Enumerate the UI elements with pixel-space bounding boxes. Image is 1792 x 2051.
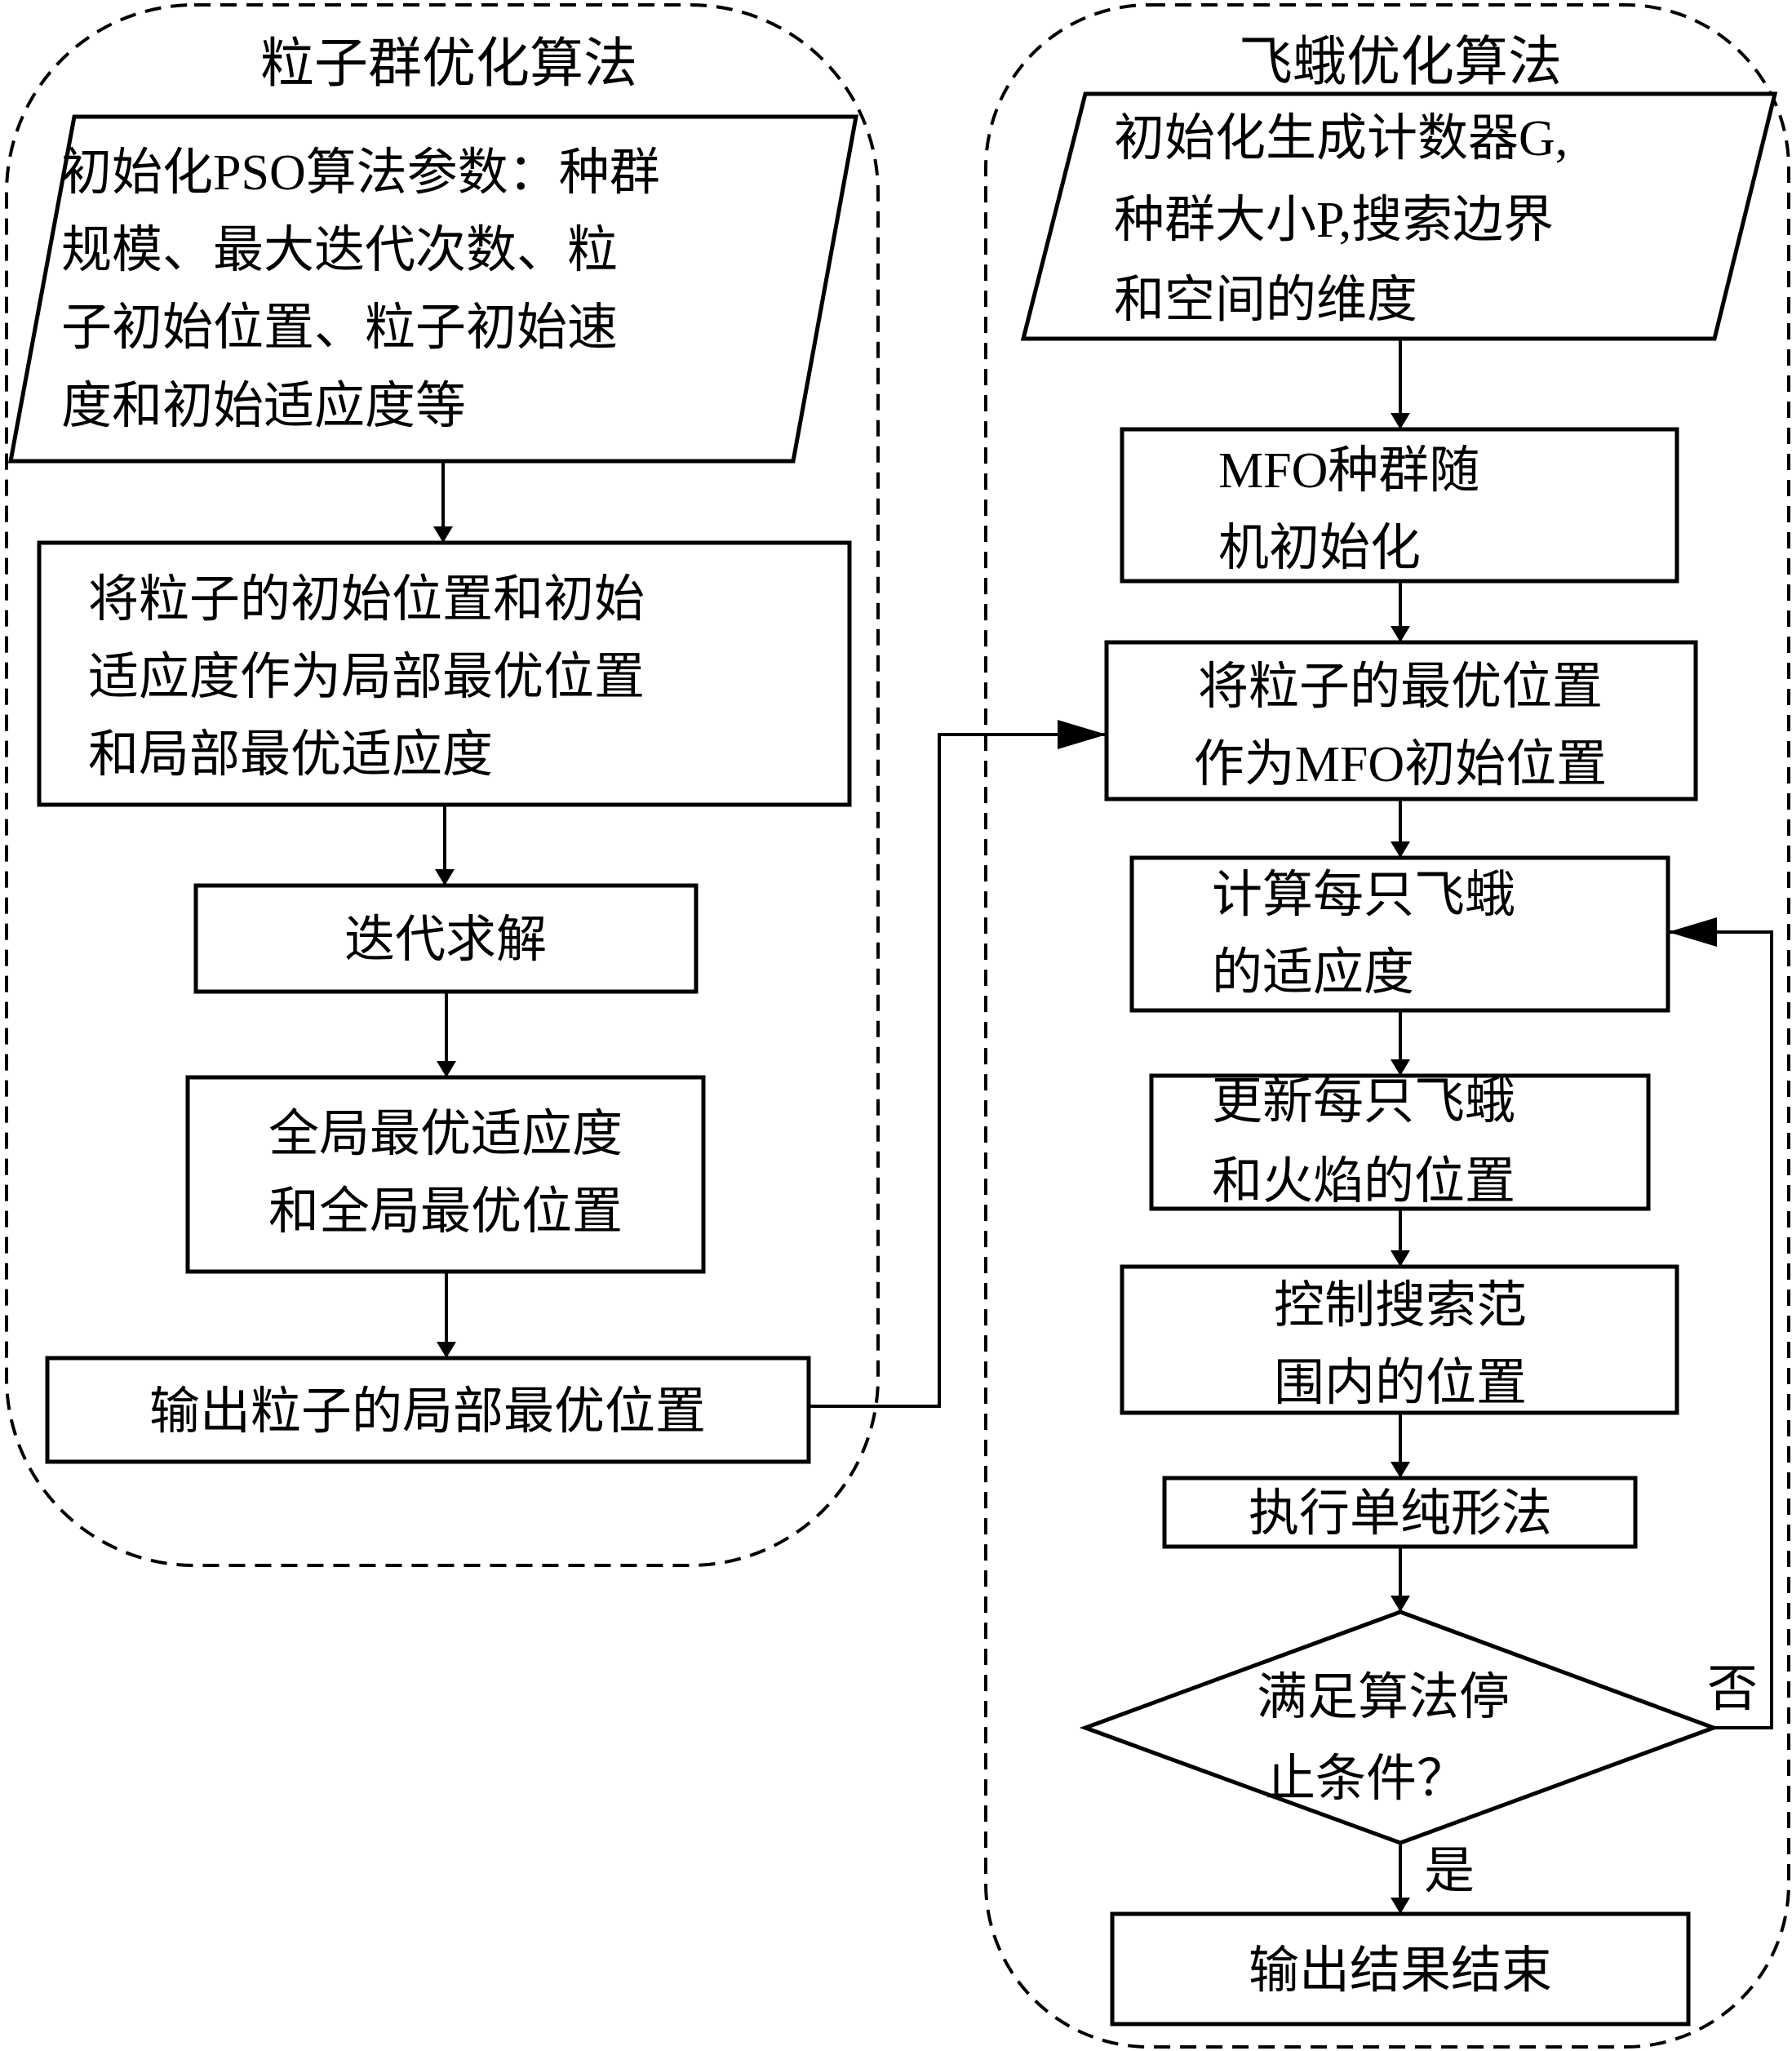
no-label: 否 xyxy=(1707,1662,1758,1717)
pso-init-text: 初始化PSO算法参数：种群 规模、最大迭代次数、粒 子初始位置、粒子初始速 度和… xyxy=(61,145,660,434)
mfo-fitness-text: 计算每只飞蛾 的适应度 xyxy=(1212,868,1515,1001)
mfo-control-text: 控制搜索范 围内的位置 xyxy=(1274,1278,1527,1411)
svg-text:度和初始适应度等: 度和初始适应度等 xyxy=(61,379,466,434)
mfo-init-text: 初始化生成计数器G, 种群大小P,搜索边界 和空间的维度 xyxy=(1114,111,1568,328)
pso-global-best-text: 全局最优适应度 和全局最优位置 xyxy=(268,1107,623,1240)
mfo-random-init-box xyxy=(1120,427,1679,584)
svg-text:围内的位置: 围内的位置 xyxy=(1274,1356,1527,1411)
mfo-use-best-text: 将粒子的最优位置 作为MFO初始位置 xyxy=(1194,659,1607,792)
svg-text:更新每只飞蛾: 更新每只飞蛾 xyxy=(1212,1074,1515,1130)
svg-text:规模、最大迭代次数、粒: 规模、最大迭代次数、粒 xyxy=(61,223,618,278)
svg-text:机初始化: 机初始化 xyxy=(1218,521,1421,576)
svg-text:控制搜索范: 控制搜索范 xyxy=(1274,1278,1527,1334)
svg-text:满足算法停: 满足算法停 xyxy=(1257,1670,1510,1725)
svg-text:MFO种群随: MFO种群随 xyxy=(1218,443,1479,499)
mfo-control-box xyxy=(1120,1264,1679,1415)
svg-text:将粒子的初始位置和初始: 将粒子的初始位置和初始 xyxy=(88,572,645,628)
svg-text:种群大小P,搜索边界: 种群大小P,搜索边界 xyxy=(1114,193,1554,248)
svg-text:止条件？: 止条件？ xyxy=(1265,1751,1467,1807)
mfo-random-init-text: MFO种群随 机初始化 xyxy=(1218,443,1479,576)
pso-iterate-text: 迭代求解 xyxy=(344,912,547,968)
pso-local-best-text: 将粒子的初始位置和初始 适应度作为局部最优位置 和局部最优适应度 xyxy=(88,572,645,783)
svg-text:计算每只飞蛾: 计算每只飞蛾 xyxy=(1212,868,1515,923)
pso-title: 粒子群优化算法 xyxy=(260,34,637,94)
mfo-stop-decision xyxy=(1079,1609,1720,1845)
svg-text:作为MFO初始位置: 作为MFO初始位置 xyxy=(1194,737,1607,792)
svg-text:全局最优适应度: 全局最优适应度 xyxy=(268,1107,623,1162)
pso-group-container xyxy=(5,3,880,1567)
svg-text:的适应度: 的适应度 xyxy=(1212,945,1414,1001)
mfo-simplex-text: 执行单纯形法 xyxy=(1249,1486,1552,1542)
svg-text:和全局最优位置: 和全局最优位置 xyxy=(268,1184,623,1240)
loop-back-no xyxy=(1668,917,1773,1729)
mfo-update-text: 更新每只飞蛾 和火焰的位置 xyxy=(1212,1074,1515,1210)
mfo-use-best-box xyxy=(1104,640,1698,801)
svg-text:适应度作为局部最优位置: 适应度作为局部最优位置 xyxy=(88,650,645,705)
mfo-stop-decision-text: 满足算法停 止条件？ xyxy=(1257,1670,1510,1807)
svg-text:子初始位置、粒子初始速: 子初始位置、粒子初始速 xyxy=(61,300,618,356)
mfo-group-container xyxy=(984,3,1790,2049)
mfo-end-text: 输出结果结束 xyxy=(1249,1943,1552,1999)
svg-text:初始化生成计数器G,: 初始化生成计数器G, xyxy=(1114,111,1568,166)
svg-text:和空间的维度: 和空间的维度 xyxy=(1114,273,1417,328)
connector-pso-to-mfo xyxy=(809,720,1107,1408)
svg-text:初始化PSO算法参数：种群: 初始化PSO算法参数：种群 xyxy=(61,145,660,201)
pso-init-parallelogram xyxy=(7,114,858,464)
svg-text:和火焰的位置: 和火焰的位置 xyxy=(1212,1154,1515,1210)
pso-local-best-box xyxy=(37,540,852,807)
pso-output-box xyxy=(45,1356,811,1464)
pso-iterate-box xyxy=(193,883,699,994)
mfo-title: 飞蛾优化算法 xyxy=(1239,33,1562,92)
svg-text:和局部最优适应度: 和局部最优适应度 xyxy=(88,727,493,783)
pso-output-text: 输出粒子的局部最优位置 xyxy=(149,1384,706,1440)
mfo-end-box xyxy=(1110,1911,1691,2027)
mfo-init-parallelogram xyxy=(1020,91,1778,341)
yes-label: 是 xyxy=(1424,1844,1475,1899)
svg-text:将粒子的最优位置: 将粒子的最优位置 xyxy=(1198,659,1603,715)
